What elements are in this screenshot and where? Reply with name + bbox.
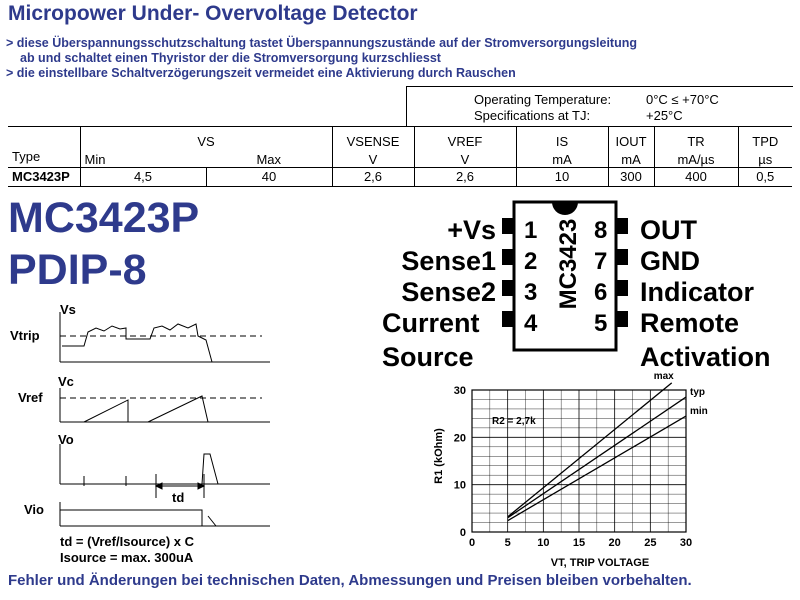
cell-vs-min: 4,5 <box>79 166 206 187</box>
bullet-1: > diese Überspannungsschutzschaltung tas… <box>6 36 638 50</box>
pin-3-label: Sense2 <box>401 277 496 307</box>
vref-header: VREF <box>413 127 516 149</box>
vsense-header: VSENSE <box>331 127 414 149</box>
y-tick-label: 30 <box>454 385 466 397</box>
vc-label: Vc <box>58 374 74 389</box>
conditions-box <box>406 86 793 127</box>
y-tick-label: 0 <box>460 527 466 539</box>
series-line-max <box>507 382 673 518</box>
pin-6-label: Indicator <box>640 277 755 307</box>
temp-label: Operating Temperature: <box>474 92 612 107</box>
formula-td: td = (Vref/Isource) x C <box>60 534 195 549</box>
vs-max-header: Max <box>256 151 282 167</box>
page-title: Micropower Under- Overvoltage Detector <box>8 2 418 25</box>
pin-7-label: GND <box>640 246 700 276</box>
chart-annotation: R2 = 2,7k <box>492 416 536 427</box>
pin-3-number: 3 <box>524 279 538 306</box>
series-label-typ: typ <box>690 387 705 398</box>
spec-value: +25°C <box>646 108 683 123</box>
pin-2-number: 2 <box>524 248 538 275</box>
cell-tr: 400 <box>653 166 738 187</box>
pin-8-label: OUT <box>640 215 697 245</box>
cell-vsense: 2,6 <box>331 166 414 187</box>
type-header: Type <box>12 148 41 164</box>
footer-note: Fehler und Änderungen bei technischen Da… <box>8 572 692 589</box>
x-tick-label: 10 <box>537 537 549 549</box>
package-name: PDIP-8 <box>8 246 147 294</box>
vtrip-label: Vtrip <box>10 328 40 343</box>
formula-isource: Isource = max. 300uA <box>60 550 194 565</box>
timing-diagram: Vs Vtrip Vc Vref Vo td Vio td = (Vref/Is… <box>10 302 270 565</box>
pin-5-label-cont: Activation <box>640 342 771 372</box>
chart-series: max typ min <box>507 372 708 522</box>
x-tick-label: 15 <box>573 537 585 549</box>
part-heading: MC3423P PDIP-8 <box>8 192 199 296</box>
y-tick-label: 20 <box>454 432 466 444</box>
vs-header: VS <box>79 127 332 149</box>
chip-body <box>502 200 628 352</box>
chart-grid <box>471 389 687 533</box>
pin-1-label: +Vs <box>447 215 496 245</box>
pin-1-number: 1 <box>524 217 538 244</box>
series-line-typ <box>507 396 687 519</box>
vo-label: Vo <box>58 432 74 447</box>
vs-label: Vs <box>60 302 76 317</box>
td-label: td <box>172 490 184 505</box>
spec-label: Specifications at TJ: <box>474 108 591 123</box>
series-label-max: max <box>654 372 674 382</box>
x-tick-label: 25 <box>644 537 656 549</box>
cell-vref: 2,6 <box>413 166 516 187</box>
vio-label: Vio <box>24 502 44 517</box>
part-name: MC3423P <box>8 194 200 242</box>
conditions: Operating Temperature: 0°C ≤ +70°C Specif… <box>474 92 719 124</box>
pin-5-label: Remote <box>640 308 740 338</box>
vsense-unit: V <box>331 149 414 167</box>
tpd-header: TPD <box>737 127 792 149</box>
pin-4-label-cont: Source <box>382 342 474 372</box>
cell-is: 10 <box>515 166 608 187</box>
chip-name-wrap: MC3423 <box>550 196 590 356</box>
tr-header: TR <box>653 127 738 149</box>
y-axis-label: R1 (kOhm) <box>433 428 445 484</box>
series-line-min <box>507 415 687 522</box>
vref-unit: V <box>413 149 516 167</box>
cell-iout: 300 <box>607 166 654 187</box>
series-label-min: min <box>690 406 708 417</box>
pin-6-number: 6 <box>594 279 608 306</box>
bullet-3: > die einstellbare Schaltverzögerungszei… <box>6 66 516 80</box>
cell-tpd: 0,5 <box>737 166 792 187</box>
x-tick-label: 30 <box>680 537 692 549</box>
pin-4-number: 4 <box>524 310 538 337</box>
pin-8-number: 8 <box>594 217 608 244</box>
trip-voltage-chart: 0 5 10 15 20 25 30 0 10 20 30 max typ min VT, TRIP V… <box>433 372 708 569</box>
chart-ticks: 0 5 10 15 20 25 30 0 10 20 30 <box>454 385 692 549</box>
x-tick-label: 0 <box>469 537 475 549</box>
is-unit: mA <box>515 149 608 167</box>
x-tick-label: 5 <box>505 537 511 549</box>
chip-label: MC3423 <box>555 218 582 310</box>
cell-type: MC3423P <box>8 166 80 187</box>
bullet-2: ab und schaltet einen Thyristor der die … <box>20 51 441 65</box>
pin-5-number: 5 <box>594 310 608 337</box>
description-bullets: > diese Überspannungsschutzschaltung tas… <box>6 36 637 81</box>
pin-4-label: Current <box>382 308 480 338</box>
iout-header: IOUT <box>607 127 654 149</box>
y-tick-label: 10 <box>454 480 466 492</box>
vref-label: Vref <box>18 390 43 405</box>
tpd-unit: µs <box>737 149 792 167</box>
cell-vs-max: 40 <box>205 166 332 187</box>
x-axis-label: VT, TRIP VOLTAGE <box>551 557 649 569</box>
vs-min-header: Min <box>79 149 206 167</box>
temp-value: 0°C ≤ +70°C <box>646 92 719 107</box>
spec-table: Type VS VSENSE VREF IS IOUT TR TPD Min M… <box>8 126 792 189</box>
is-header: IS <box>515 127 608 149</box>
table-row: MC3423P 4,5 40 2,6 2,6 10 300 400 0,5 <box>8 166 792 187</box>
x-tick-label: 20 <box>609 537 621 549</box>
plot-frame <box>471 389 687 533</box>
tr-unit: mA/µs <box>653 149 738 167</box>
iout-unit: mA <box>607 149 654 167</box>
pin-2-label: Sense1 <box>401 246 496 276</box>
pin-7-number: 7 <box>594 248 608 275</box>
